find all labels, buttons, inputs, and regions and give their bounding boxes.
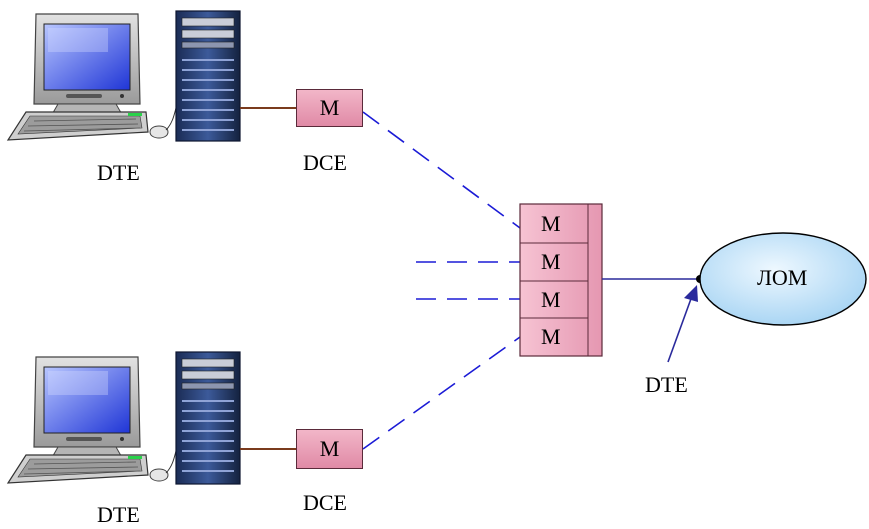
pool-modem-1: M: [541, 211, 561, 236]
lan-cloud: [699, 232, 867, 326]
dte-arrow: [667, 285, 698, 363]
dce-label-2: DCE: [303, 490, 347, 515]
monitor-2: [33, 356, 141, 462]
phone-link-4: [362, 336, 521, 450]
keyboard-2: [6, 454, 149, 484]
system-unit-2: [175, 351, 241, 485]
pool-modem-4: M: [541, 324, 561, 349]
phone-links: [362, 111, 521, 450]
system-unit-1: [175, 10, 241, 142]
modem-pool: [519, 203, 603, 357]
modem-2: M: [296, 429, 363, 469]
pool-modem-3: M: [541, 287, 561, 312]
workstation-2: [6, 351, 241, 485]
dce-label-1: DCE: [303, 150, 347, 175]
mouse-1: [149, 125, 169, 139]
pool-modem-2: M: [541, 249, 561, 274]
lan-label: ЛОМ: [757, 265, 808, 290]
keyboard-1: [6, 111, 149, 141]
phone-link-1: [362, 111, 521, 229]
monitor-1: [33, 13, 141, 119]
workstation-1: [6, 10, 241, 142]
mouse-2: [149, 468, 169, 482]
lan-dte-label: DTE: [645, 372, 688, 397]
dte-label-2: DTE: [97, 502, 140, 527]
modem-1: M: [296, 89, 363, 127]
dte-label-1: DTE: [97, 160, 140, 185]
